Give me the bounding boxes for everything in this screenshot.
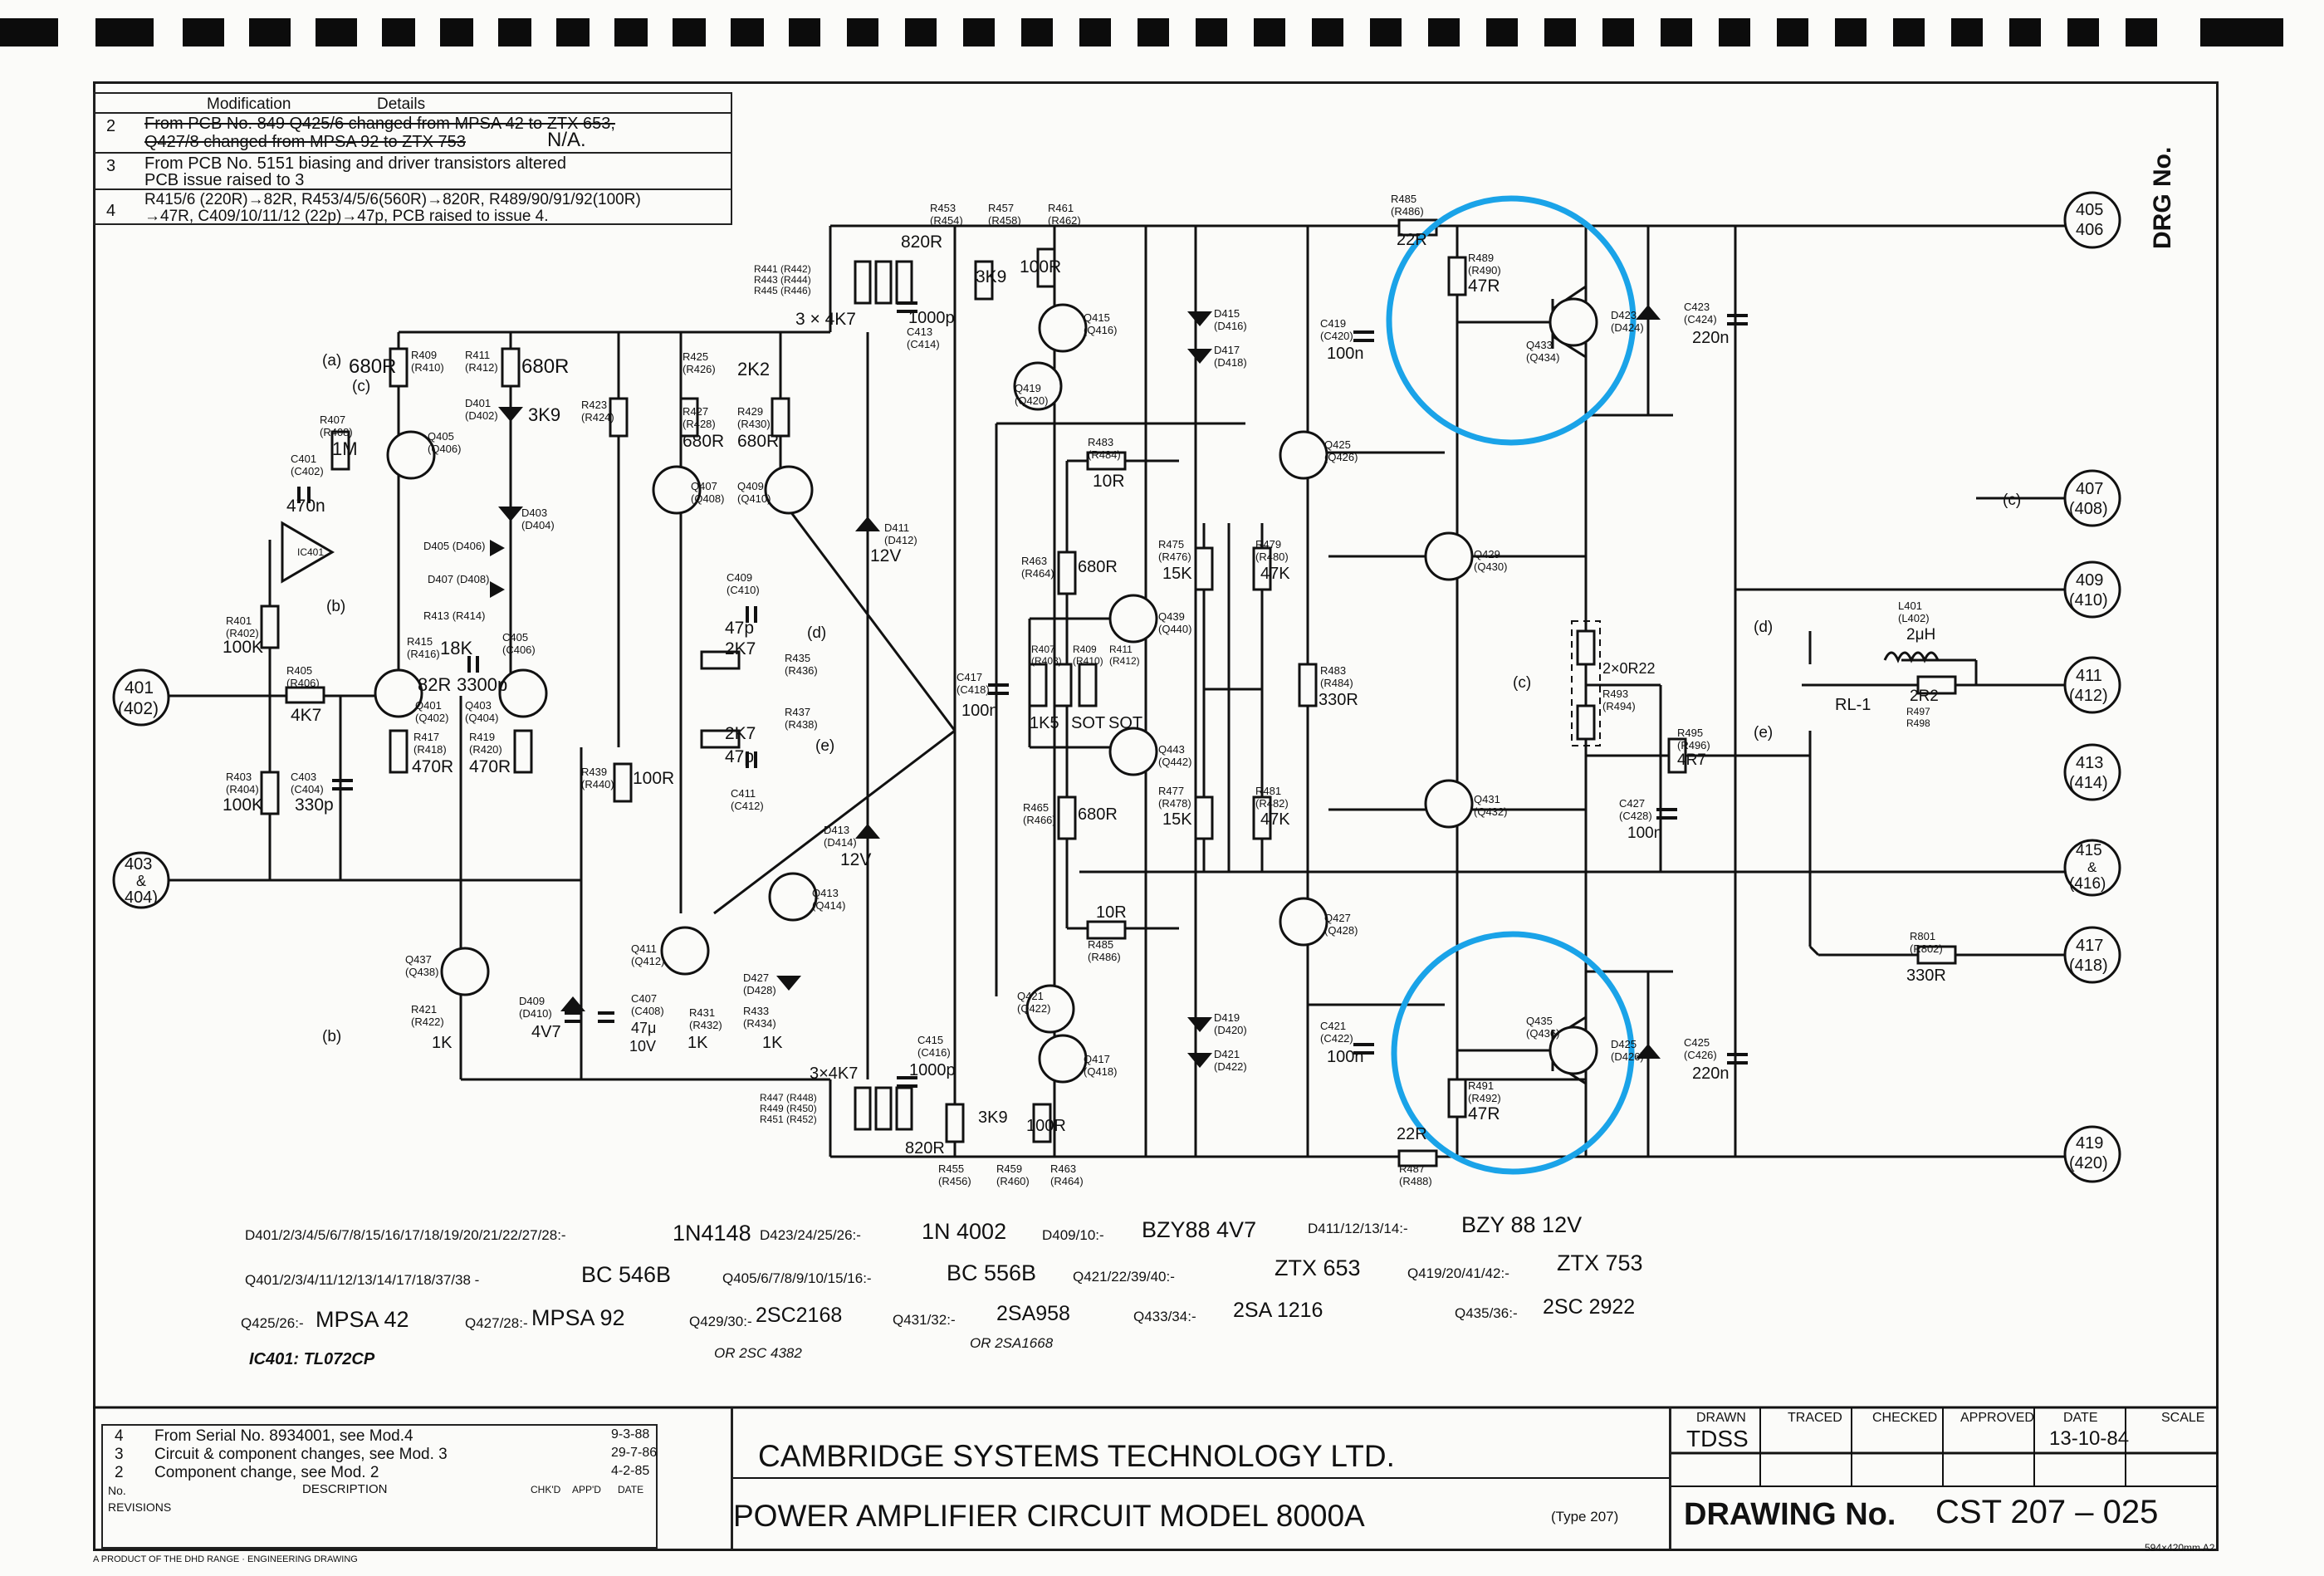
highlight-circle-lower	[1391, 931, 1635, 1175]
punch-hole-strip	[0, 18, 2324, 51]
connector-419: 419	[2076, 1134, 2104, 1153]
drawing-no-label: DRAWING No.	[1684, 1497, 1896, 1532]
title-block: CAMBRIDGE SYSTEMS TECHNOLOGY LTD. POWER …	[731, 1407, 1669, 1549]
mod-row-4: 4 R415/6 (220R)→82R, R453/4/5/6(560R)→82…	[95, 188, 731, 225]
mod-header: Modification	[207, 95, 291, 113]
connector-411: 411	[2076, 667, 2102, 685]
drg-no-label: DRG No.	[2149, 146, 2176, 249]
connector-415: 415	[2076, 842, 2102, 859]
connector-416: (416)	[2069, 875, 2106, 893]
connector-402: (402)	[118, 699, 159, 718]
connector-408: (408)	[2069, 500, 2108, 518]
connector-418: (418)	[2069, 957, 2108, 975]
mod-row-3: 3 From PCB No. 5151 biasing and driver t…	[95, 152, 731, 188]
alt-transistor-2: OR 2SA1668	[970, 1335, 1054, 1351]
connector-401: 401	[125, 678, 154, 697]
footer-note: A PRODUCT OF THE DHD RANGE · ENGINEERING…	[93, 1554, 358, 1564]
connector-412: (412)	[2069, 687, 2108, 705]
connector-420: (420)	[2069, 1154, 2108, 1172]
drawing-number: CST 207 – 025	[1935, 1494, 2159, 1530]
connector-413: 413	[2076, 754, 2104, 772]
connector-406: 406	[2076, 221, 2104, 239]
connector-404: 404)	[125, 888, 159, 907]
drawing-title: POWER AMPLIFIER CIRCUIT MODEL 8000A	[733, 1499, 1365, 1533]
modification-table: Modification Details 2 From PCB No. 849 …	[93, 92, 732, 225]
company-name: CAMBRIDGE SYSTEMS TECHNOLOGY LTD.	[758, 1439, 1395, 1473]
mod-row-2: 2 From PCB No. 849 Q425/6 changed from M…	[95, 112, 731, 152]
revisions-block: 4 From Serial No. 8934001, see Mod.4 9-3…	[101, 1424, 658, 1549]
drawn-by: TDSS	[1686, 1426, 1749, 1451]
connector-405: 405	[2076, 201, 2104, 219]
connector-414: (414)	[2069, 774, 2108, 792]
alt-transistor-1: OR 2SC 4382	[714, 1345, 802, 1361]
connector-410: (410)	[2069, 591, 2108, 609]
drawing-type: (Type 207)	[1551, 1509, 1619, 1525]
drawing-date: 13-10-84	[2049, 1427, 2130, 1450]
connector-417: 417	[2076, 937, 2104, 955]
ic-note: IC401: TL072CP	[249, 1350, 375, 1368]
connector-407: 407	[2076, 480, 2104, 498]
connector-403: 403	[125, 855, 153, 874]
drawing-info-block: DRAWN TRACED CHECKED APPROVED DATE SCALE…	[1669, 1407, 2217, 1554]
drawing-frame	[93, 81, 2219, 1551]
highlight-circle-upper	[1386, 195, 1637, 446]
details-header: Details	[377, 95, 426, 113]
connector-409: 409	[2076, 571, 2104, 590]
